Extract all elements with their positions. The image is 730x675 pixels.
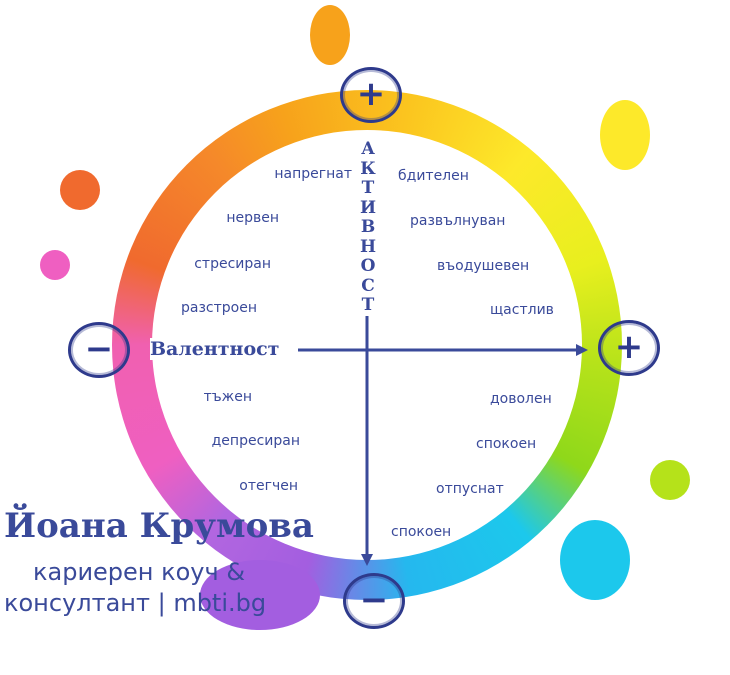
word-left: напрегнат [274,166,352,182]
word-right: доволен [490,391,552,407]
word-right: спокоен [391,524,452,540]
paint-splash [200,560,320,630]
paint-splash [600,100,650,170]
valence-arrowhead [576,344,588,356]
plus-right-icon: + [598,320,660,376]
word-left: стресиран [194,256,271,272]
word-left: депресиран [211,433,300,449]
word-left: нервен [226,210,279,226]
paint-splash [650,460,690,500]
word-right: отпуснат [436,481,504,497]
word-left: отегчен [239,478,298,494]
word-right: въодушевен [437,258,530,274]
author-title: кариерен коуч & [33,558,246,586]
activity-arrowhead [361,554,373,566]
minus-left-icon: − [68,322,130,378]
valence-axis-label: Валентност [150,338,280,360]
paint-splash [310,5,350,65]
minus-bottom-icon: − [343,573,405,629]
paint-splash [60,170,100,210]
word-left: разстроен [181,300,257,316]
word-right: развълнуван [410,213,506,229]
author-name: Йоана Крумова [4,506,314,546]
word-right: бдителен [398,168,469,184]
paint-splash [40,250,70,280]
plus-top-icon: + [340,67,402,123]
author-website: консултант | mbti.bg [4,589,267,617]
paint-splash [560,520,630,600]
word-left: тъжен [203,389,252,405]
word-right: щастлив [490,302,554,318]
word-right: спокоен [476,436,537,452]
